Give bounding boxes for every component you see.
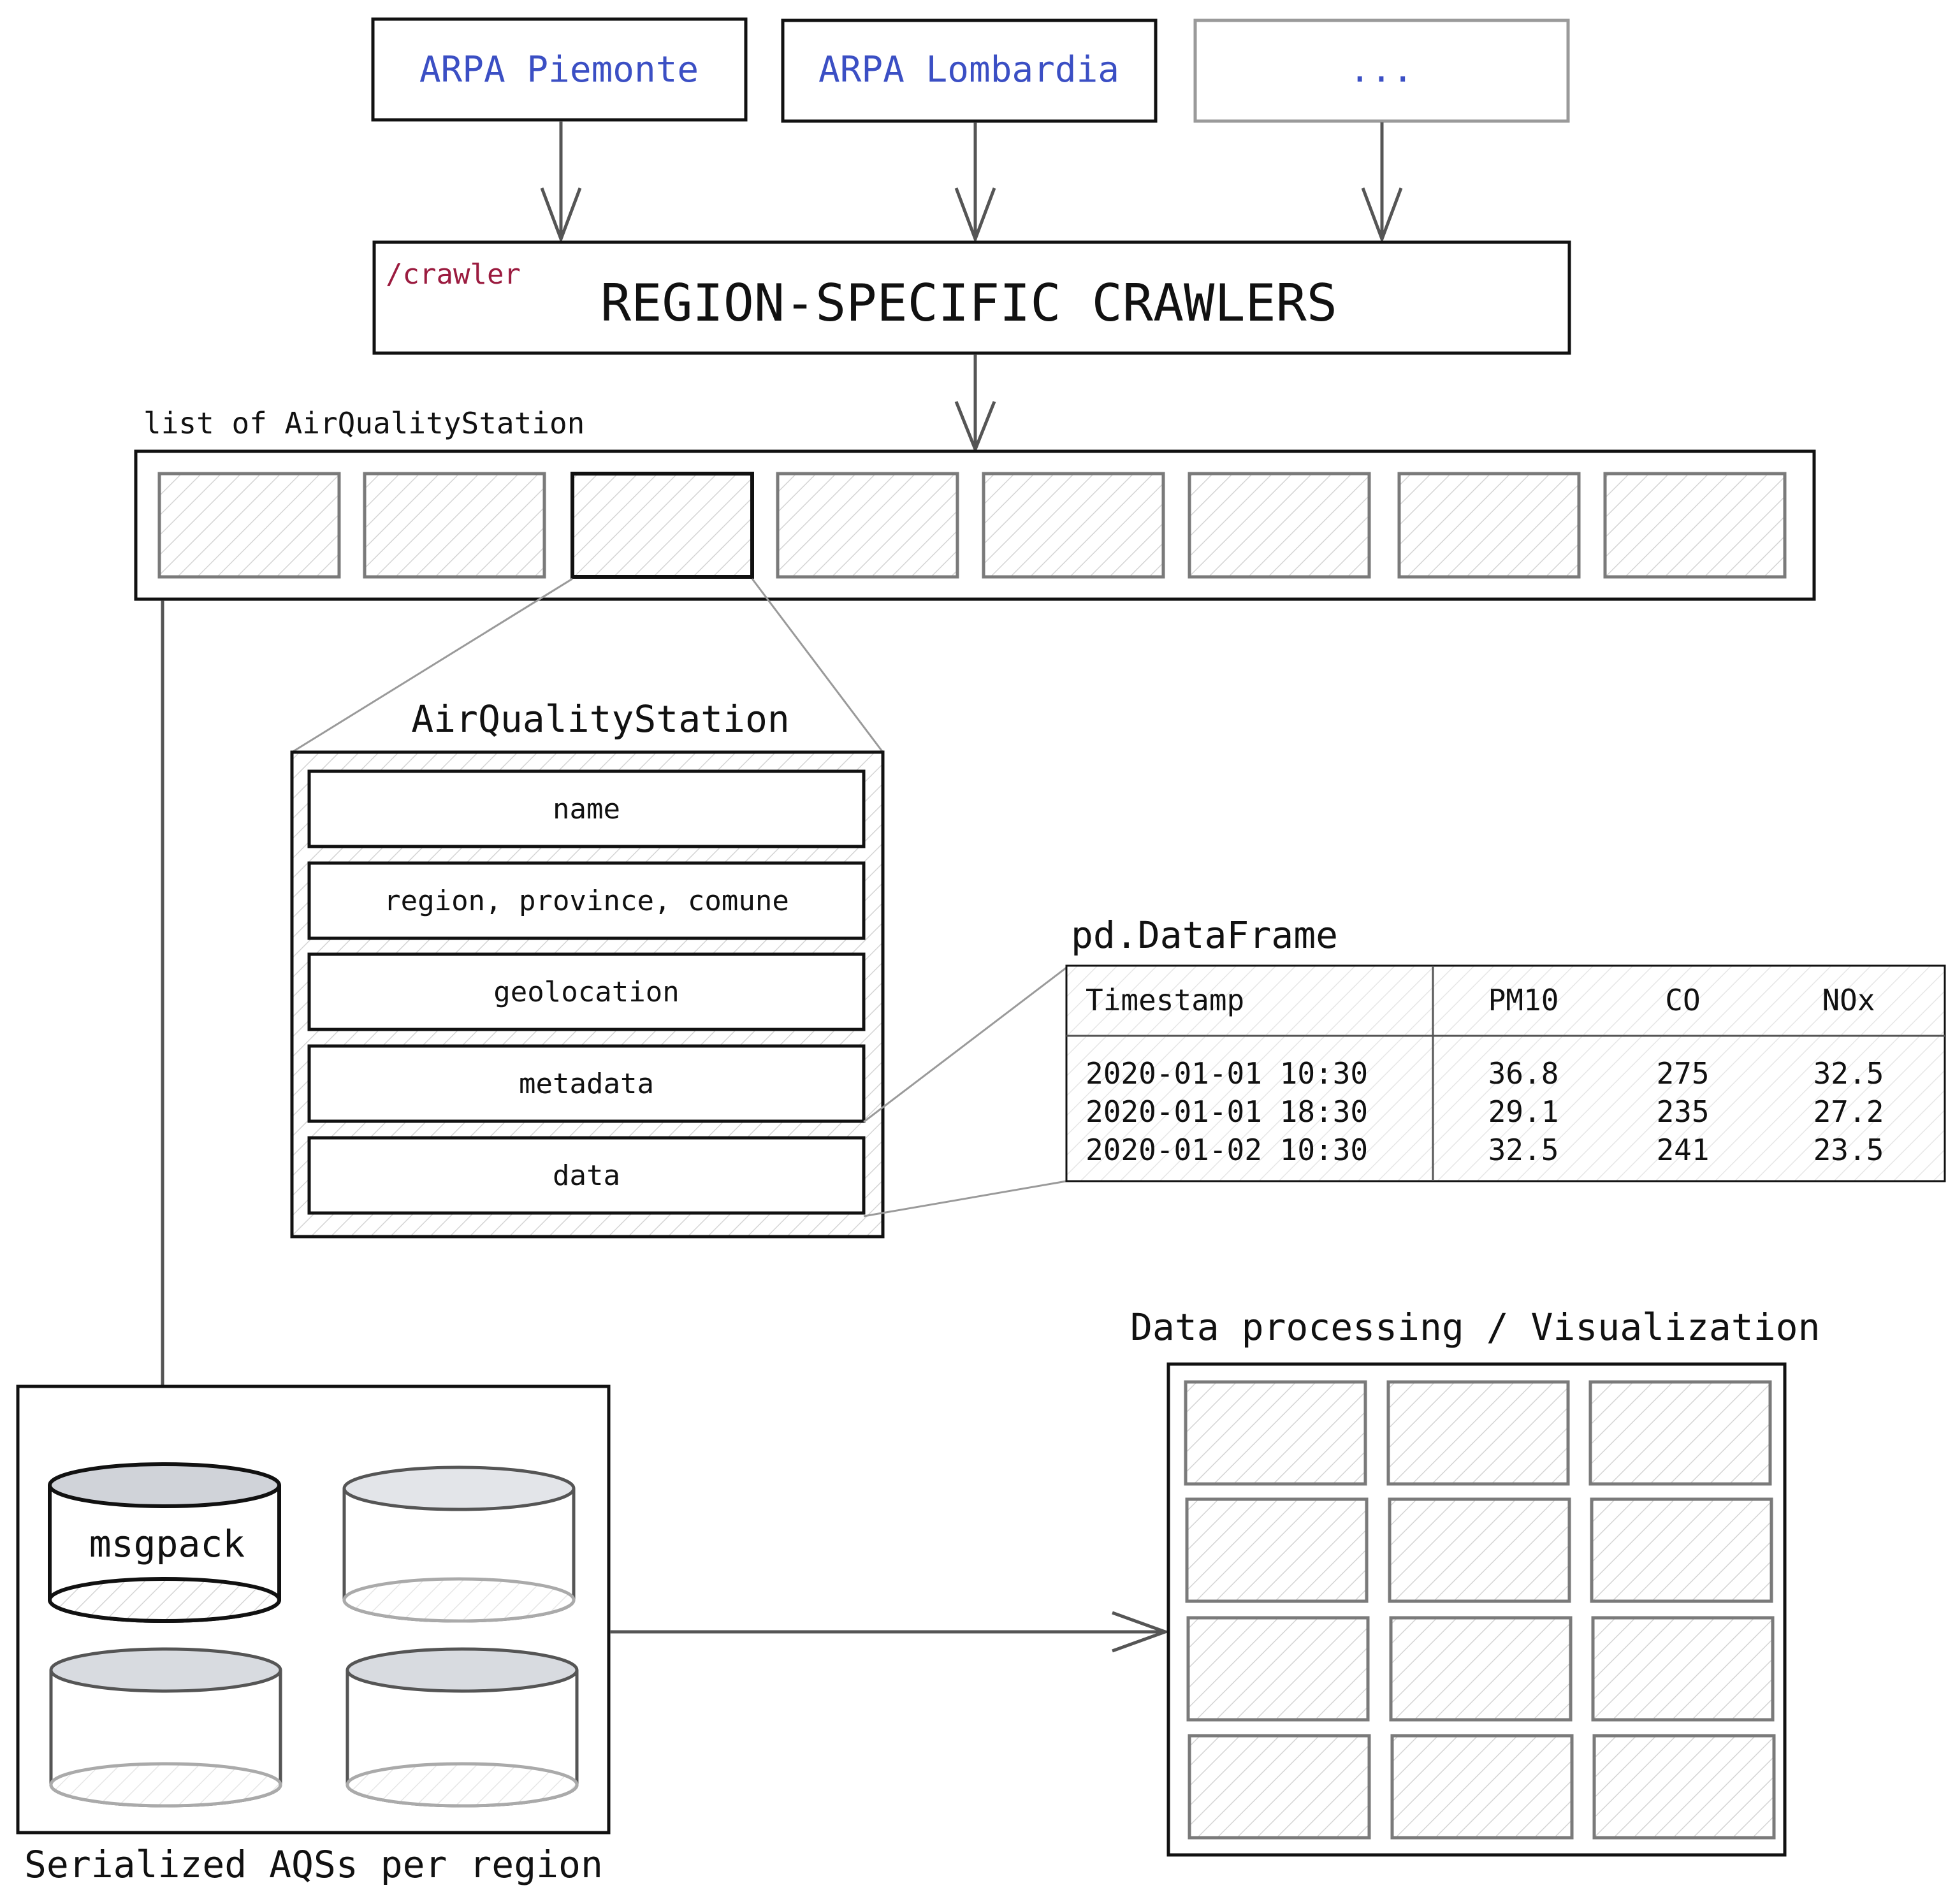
dataframe-row: 2020-01-01 18:30 29.1 235 27.2 [1086, 1094, 1884, 1129]
arrow-lombardia-to-crawler [954, 122, 996, 244]
storage-cylinder [342, 1465, 576, 1623]
processing-panel [1591, 1616, 1775, 1722]
source-box-more: ... [1193, 18, 1570, 123]
station-field-2: geolocation [307, 952, 866, 1031]
dataframe-cell: 275 [1656, 1056, 1709, 1091]
processing-grid [1184, 1380, 1776, 1840]
source-box-piemonte: ARPA Piemonte [371, 17, 748, 122]
storage-box: msgpack [16, 1384, 611, 1835]
msgpack-label: msgpack [89, 1522, 245, 1566]
processing-panel [1592, 1734, 1776, 1840]
arrow-crawler-to-list [954, 354, 996, 454]
arrow-storage-to-processing [610, 1611, 1170, 1653]
station-field-4: data [307, 1136, 866, 1215]
processing-panel [1184, 1380, 1367, 1486]
station-fields: name region, province, comune geolocation m… [307, 769, 866, 1215]
processing-panel [1386, 1380, 1570, 1486]
crawler-path-tag: /crawler [386, 258, 521, 291]
zoom-line-left [291, 578, 573, 753]
station-cell [363, 472, 546, 579]
dataframe-cell: 2020-01-02 10:30 [1086, 1133, 1368, 1167]
station-cells [157, 472, 1787, 579]
source-label-piemonte: ARPA Piemonte [419, 49, 699, 91]
storage-caption: Serialized AQSs per region [24, 1843, 603, 1886]
station-field-3: metadata [307, 1044, 866, 1123]
dataframe-cell: 36.8 [1488, 1056, 1559, 1091]
dataframe-cell: 32.5 [1488, 1133, 1559, 1167]
dataframe-column-header: Timestamp [1086, 983, 1244, 1017]
station-list-caption: list of AirQualityStation [143, 406, 585, 440]
station-cell [982, 472, 1165, 579]
processing-panel [1588, 1380, 1772, 1486]
station-field-1: region, province, comune [307, 861, 866, 940]
station-cell [157, 472, 341, 579]
df-zoom-line-bottom [863, 1180, 1067, 1217]
station-cell [1188, 472, 1371, 579]
dataframe-cell: 27.2 [1813, 1094, 1884, 1129]
processing-panel [1389, 1616, 1573, 1722]
msgpack-cylinder: msgpack [48, 1462, 281, 1623]
station-title: AirQualityStation [411, 697, 790, 741]
storage-cylinder [49, 1647, 282, 1808]
zoom-line-right [751, 578, 884, 753]
arrow-list-to-storage [142, 600, 184, 1462]
dataframe-header: Timestamp PM10 CO NOx [1086, 983, 1875, 1017]
processing-panel [1185, 1497, 1369, 1603]
dataframe-cell: 23.5 [1813, 1133, 1884, 1167]
station-field-label: metadata [519, 1068, 654, 1100]
arrow-piemonte-to-crawler [540, 121, 582, 244]
dataframe-cell: 2020-01-01 18:30 [1086, 1094, 1368, 1129]
storage-cylinder [345, 1647, 579, 1808]
dataframe-row: 2020-01-01 10:30 36.8 275 32.5 [1086, 1056, 1884, 1091]
crawler-box: /crawler REGION-SPECIFIC CRAWLERS [372, 240, 1571, 355]
station-field-0: name [307, 769, 866, 848]
dataframe-row: 2020-01-02 10:30 32.5 241 23.5 [1086, 1133, 1884, 1167]
dataframe-cell: 241 [1656, 1133, 1709, 1167]
station-field-label: geolocation [493, 976, 679, 1008]
dataframe-cell: 29.1 [1488, 1094, 1559, 1129]
df-zoom-line-top [863, 966, 1067, 1123]
arrow-more-to-crawler [1361, 122, 1403, 244]
crawler-title: REGION-SPECIFIC CRAWLERS [600, 273, 1337, 333]
station-cell [776, 472, 959, 579]
dataframe-cell: 235 [1656, 1094, 1709, 1129]
processing-panel [1388, 1497, 1571, 1603]
station-list [134, 449, 1816, 601]
processing-box [1166, 1362, 1787, 1857]
station-field-label: data [553, 1159, 620, 1192]
processing-panel [1188, 1734, 1371, 1840]
processing-caption: Data processing / Visualization [1130, 1305, 1821, 1349]
dataframe-title: pd.DataFrame [1071, 913, 1338, 957]
station-field-label: region, province, comune [384, 885, 789, 917]
processing-panel [1186, 1616, 1370, 1722]
station-detail: name region, province, comune geolocation m… [290, 750, 885, 1239]
station-cell-highlighted [571, 472, 754, 579]
dataframe-column-header: CO [1665, 983, 1700, 1017]
station-cell [1397, 472, 1581, 579]
dataframe-column-header: PM10 [1488, 983, 1559, 1017]
dataframe-cell: 32.5 [1813, 1056, 1884, 1091]
dataframe-column-header: NOx [1822, 983, 1875, 1017]
processing-panel [1590, 1497, 1773, 1603]
station-cell [1603, 472, 1787, 579]
source-label-lombardia: ARPA Lombardia [818, 49, 1119, 91]
source-label-more: ... [1349, 49, 1413, 91]
source-box-lombardia: ARPA Lombardia [781, 18, 1158, 123]
processing-panel [1390, 1734, 1574, 1840]
dataframe-cell: 2020-01-01 10:30 [1086, 1056, 1368, 1091]
station-field-label: name [553, 793, 620, 825]
